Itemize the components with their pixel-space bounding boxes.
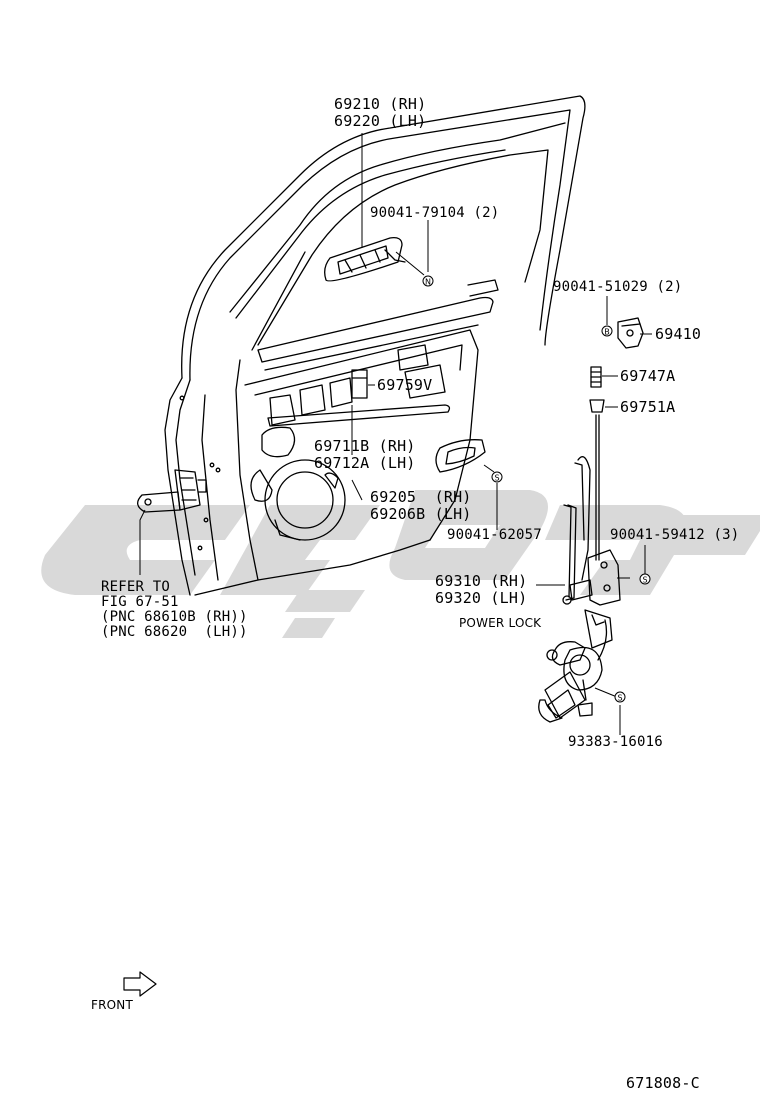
refer-to-line-1: REFER TO [101,579,171,595]
callout-93383-16016: 93383-16016 [568,734,663,750]
b-mark-90041-51029: B [601,325,613,337]
callout-90041-79104: 90041-79104 (2) [370,205,500,221]
front-arrow-icon [123,971,157,997]
callout-69711B: 69711B (RH) [314,437,416,455]
callout-69712A: 69712A (LH) [314,454,416,472]
refer-to-line-3: (PNC 68610B (RH)) [101,609,248,625]
callout-69751A: 69751A [620,398,676,416]
callout-69410: 69410 [655,325,702,343]
svg-text:N: N [425,278,431,287]
watermark-logo [41,490,760,638]
fastener-marks: N B S S S [422,275,651,703]
callout-69310: 69310 (RH) [435,572,528,590]
door-drawing [137,95,586,596]
callout-69759V: 69759V [377,376,433,394]
callout-69205: 69205 (RH) [370,488,472,506]
s-mark-90041-59412: S [639,573,651,585]
callout-90041-59412: 90041-59412 (3) [610,527,740,543]
svg-text:S: S [642,576,647,585]
figure-id: 671808-C [626,1074,700,1092]
power-lock-label: POWER LOCK [459,616,542,630]
refer-to-line-4: (PNC 68620 (LH)) [101,624,248,640]
n-mark-90041-79104: N [422,275,434,287]
svg-text:S: S [494,474,499,483]
s-mark-90041-62057: S [491,471,503,483]
svg-text:B: B [604,328,610,337]
front-label: FRONT [91,998,133,1012]
svg-text:S: S [617,694,622,703]
callout-90041-62057: 90041-62057 [447,527,542,543]
leader-lines [139,133,652,735]
callout-90041-51029: 90041-51029 (2) [553,279,683,295]
lock-assembly-drawing [538,317,644,723]
callout-69210: 69210 (RH) [334,95,427,113]
callout-69220: 69220 (LH) [334,112,427,130]
refer-to-line-2: FIG 67-51 [101,594,179,610]
callout-69747A: 69747A [620,367,676,385]
s-mark-93383-16016: S [614,691,626,703]
callout-69206B: 69206B (LH) [370,505,472,523]
callout-69320: 69320 (LH) [435,589,528,607]
